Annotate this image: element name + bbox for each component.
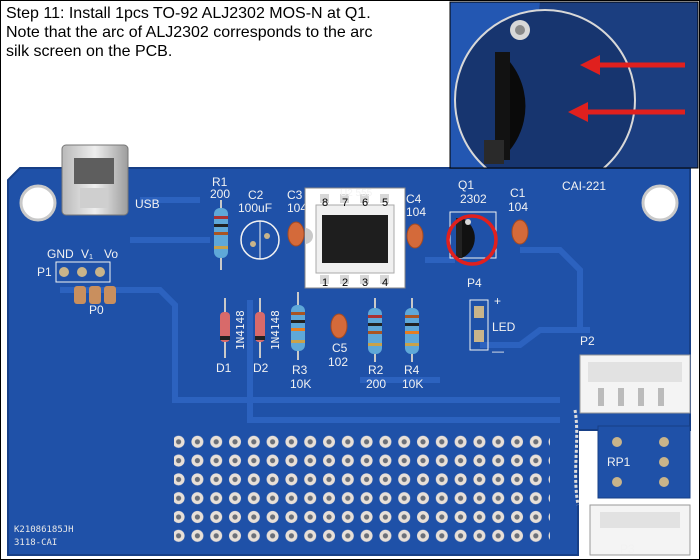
r4-label: R4 bbox=[404, 363, 420, 377]
capacitor-c3 bbox=[287, 221, 305, 247]
serial-line-2: 3118-CAI bbox=[14, 538, 57, 548]
c3-label: C3 bbox=[287, 188, 303, 202]
instruction-line-2: Note that the arc of ALJ2302 corresponds… bbox=[6, 24, 373, 41]
capacitor-c4 bbox=[406, 223, 424, 249]
pin-5: 5 bbox=[382, 197, 388, 209]
v1-label: V₁ bbox=[81, 247, 93, 261]
d2-label: D2 bbox=[253, 361, 269, 375]
rp1-area bbox=[597, 425, 691, 499]
d2-value: 1N4148 bbox=[269, 310, 282, 350]
c3-value: 104 bbox=[287, 201, 307, 215]
prototype-hole-grid bbox=[174, 435, 550, 548]
pin-3: 3 bbox=[362, 277, 368, 289]
ic-pin-numbers: 8 7 6 5 1 2 3 4 bbox=[322, 197, 388, 289]
capacitor-c2-outline bbox=[240, 220, 280, 260]
red-arrows bbox=[568, 55, 685, 122]
resistor-r2 bbox=[368, 298, 382, 362]
r4-value: 10K bbox=[402, 377, 423, 391]
instruction-line-3: silk screen on the PCB. bbox=[6, 43, 173, 60]
pin-6: 6 bbox=[362, 197, 368, 209]
serial-line-1: K21086185JH bbox=[14, 525, 74, 535]
capacitor-c1 bbox=[511, 219, 529, 245]
mounting-hole-right bbox=[641, 184, 679, 222]
wire bbox=[573, 409, 580, 506]
q1-highlight-circle bbox=[446, 214, 498, 266]
d1-label: D1 bbox=[216, 361, 232, 375]
pin-8: 8 bbox=[322, 197, 328, 209]
p1-pins bbox=[59, 267, 116, 304]
pin-7: 7 bbox=[342, 197, 348, 209]
p2-connector bbox=[579, 354, 691, 414]
p1-label: P1 bbox=[37, 265, 52, 279]
diode-d2 bbox=[255, 298, 265, 358]
c5-label: C5 bbox=[332, 341, 348, 355]
resistor-r3 bbox=[291, 292, 305, 360]
led-minus: — bbox=[492, 344, 504, 358]
r3-label: R3 bbox=[292, 363, 308, 377]
board-id: CAI-221 bbox=[562, 179, 606, 193]
r1-value: 200 bbox=[210, 187, 230, 201]
d1-value: 1N4148 bbox=[234, 310, 247, 350]
u2-label: U2 555 bbox=[340, 188, 373, 199]
transistor-q1 bbox=[449, 211, 497, 259]
p0-label: P0 bbox=[89, 303, 104, 317]
instruction-line-1: Step 11: Install 1pcs TO-92 ALJ2302 MOS-… bbox=[6, 5, 371, 22]
r1-label: R1 bbox=[212, 175, 228, 189]
instruction-text: Step 11: Install 1pcs TO-92 ALJ2302 MOS-… bbox=[6, 4, 436, 61]
c2-label: C2 bbox=[248, 188, 264, 202]
pin-4: 4 bbox=[382, 277, 388, 289]
rp1-label: RP1 bbox=[607, 455, 631, 469]
ic-socket-u2 bbox=[304, 187, 406, 289]
r2-value: 200 bbox=[366, 377, 386, 391]
p3-connector bbox=[589, 504, 691, 556]
c1-value: 104 bbox=[508, 200, 528, 214]
p3-label: P3 bbox=[620, 542, 635, 556]
c4-label: C4 bbox=[406, 192, 422, 206]
resistor-r1 bbox=[214, 200, 228, 270]
usb-label: USB bbox=[135, 197, 160, 211]
pcb-traces bbox=[60, 197, 590, 423]
diode-d1 bbox=[220, 298, 230, 358]
usb-connector bbox=[61, 144, 129, 216]
c4-value: 104 bbox=[406, 205, 426, 219]
p4-led-header bbox=[469, 299, 489, 351]
vo-label: Vo bbox=[104, 247, 118, 261]
c2-value: 100uF bbox=[238, 201, 272, 215]
p4-label: P4 bbox=[467, 276, 482, 290]
led-plus: + bbox=[494, 294, 501, 308]
c5-value: 102 bbox=[328, 355, 348, 369]
gnd-label: GND bbox=[47, 247, 74, 261]
pin-2: 2 bbox=[342, 277, 348, 289]
mounting-hole-left bbox=[19, 184, 57, 222]
pin-1: 1 bbox=[322, 277, 328, 289]
led-label: LED bbox=[492, 320, 516, 334]
resistor-r4 bbox=[405, 298, 419, 362]
r2-label: R2 bbox=[368, 363, 384, 377]
zoom-inset bbox=[449, 1, 699, 169]
p2-label: P2 bbox=[580, 334, 595, 348]
q1-value: 2302 bbox=[460, 192, 487, 206]
r3-value: 10K bbox=[290, 377, 311, 391]
q1-label: Q1 bbox=[458, 178, 474, 192]
capacitor-c5 bbox=[330, 313, 348, 339]
c1-label: C1 bbox=[510, 186, 526, 200]
